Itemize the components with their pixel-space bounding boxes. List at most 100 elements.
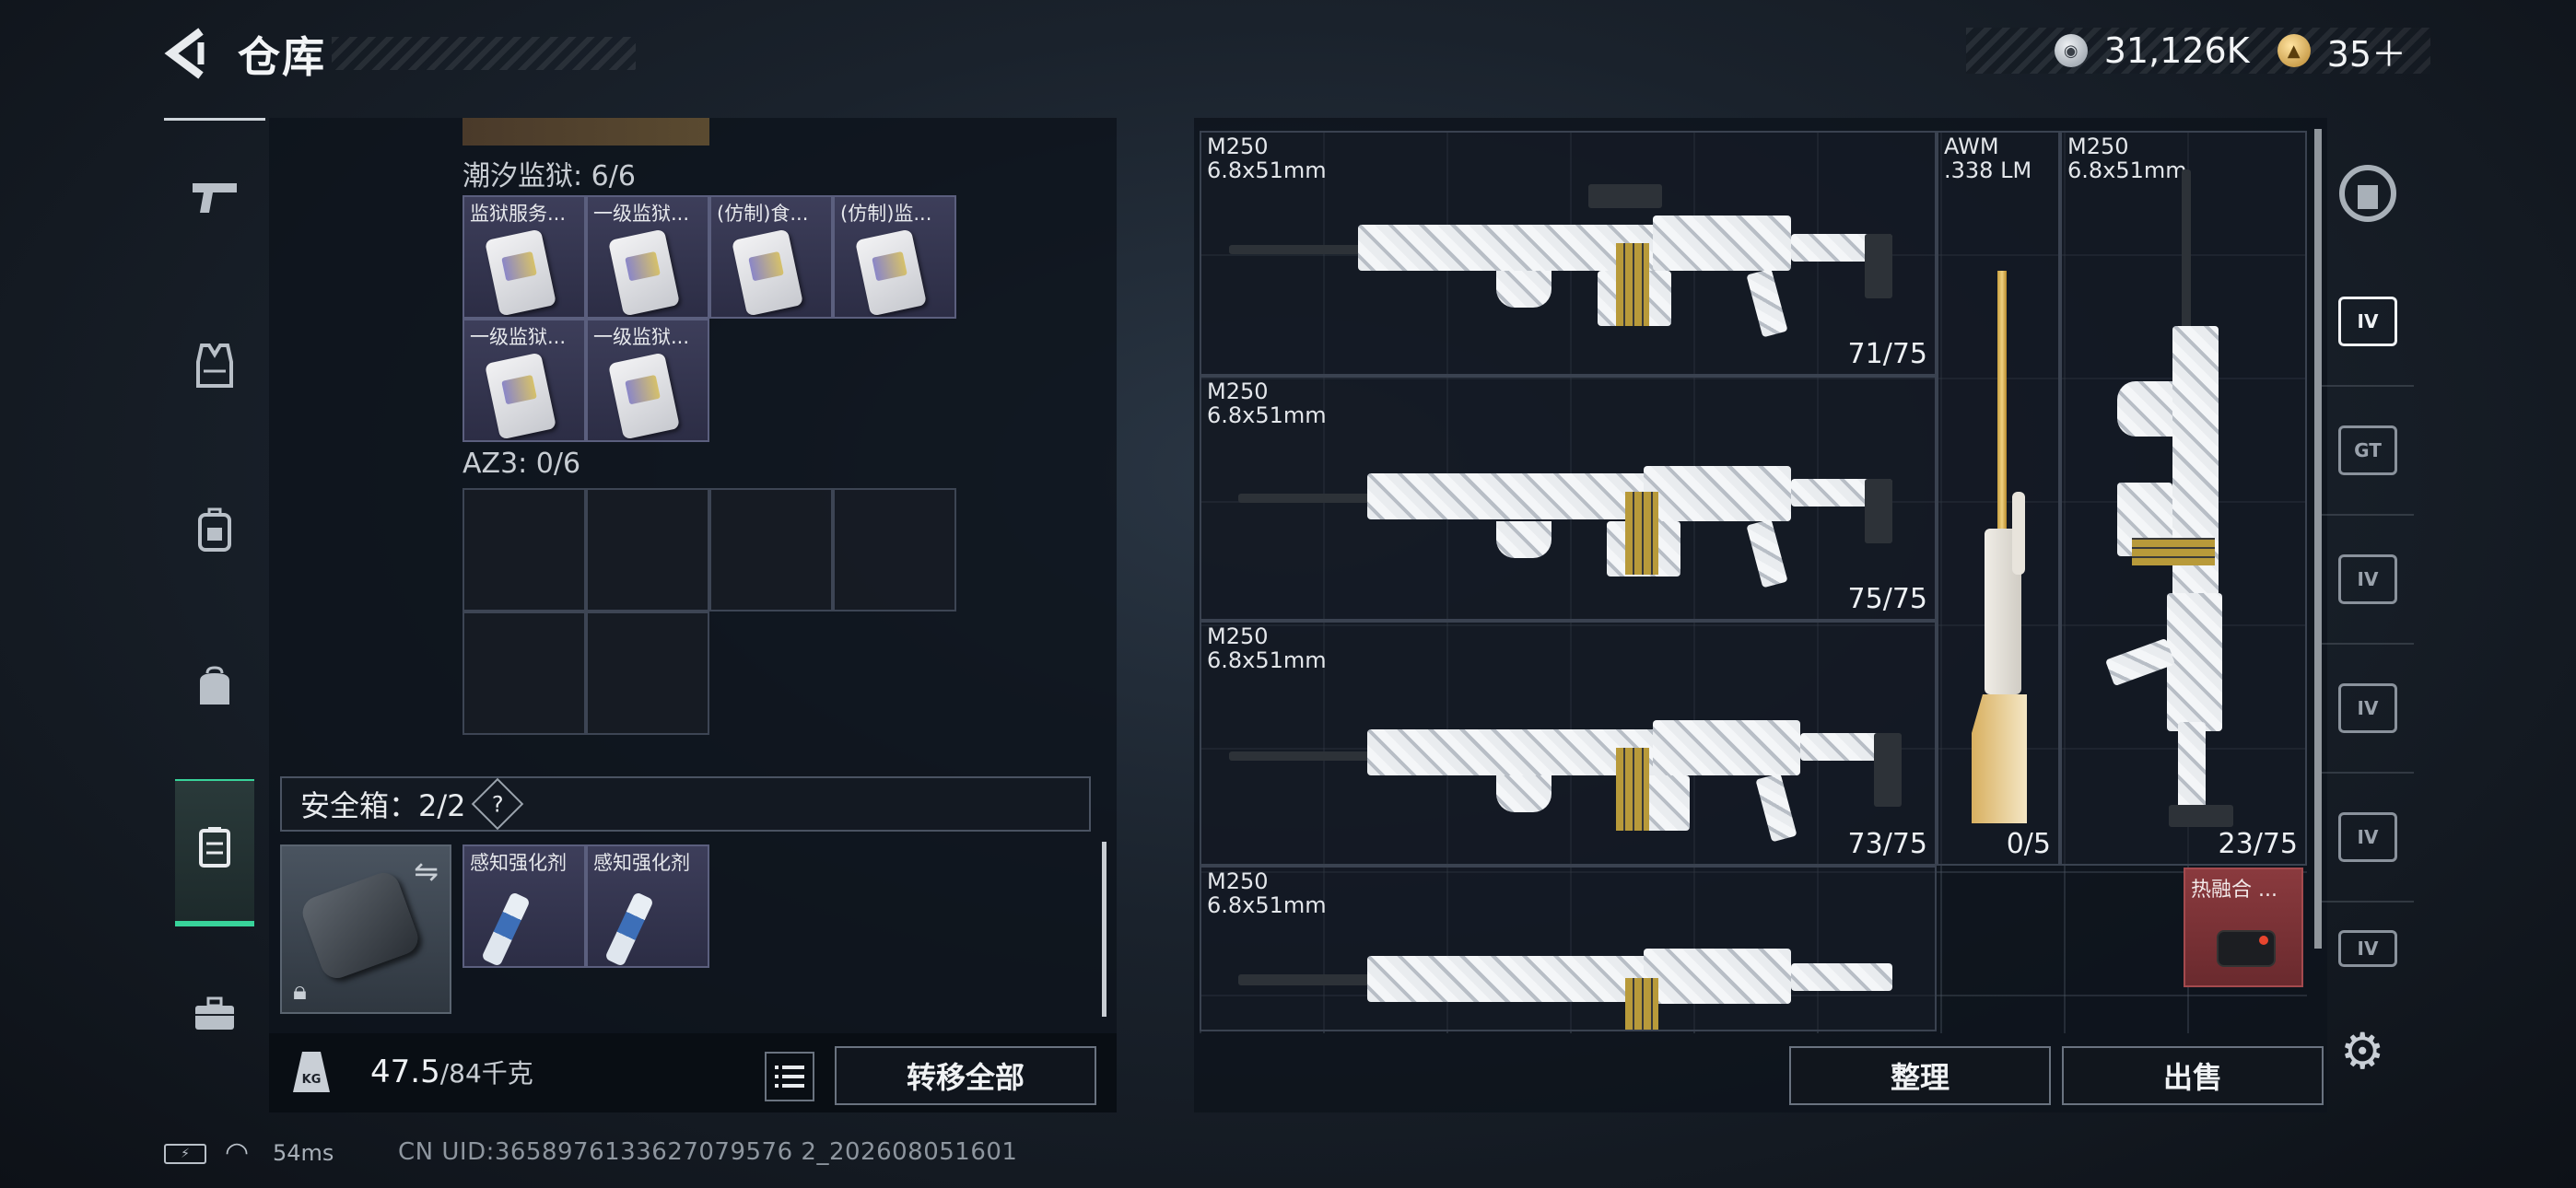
weight-current: 47.5 <box>370 1054 440 1090</box>
safebox-label: 安全箱：2/2 <box>300 788 466 823</box>
keycard-icon <box>484 352 557 440</box>
sniper-rifle-icon <box>1957 271 2049 842</box>
gold-currency-value: 35＋ <box>2326 33 2406 75</box>
backpack-icon <box>196 507 233 561</box>
pistol-icon <box>191 180 239 226</box>
title-decoration <box>332 37 636 70</box>
weapon-ammo: 0/5 <box>2006 828 2051 860</box>
safebox-item-cell[interactable]: 感知强化剂 <box>463 844 586 968</box>
briefcase-icon <box>193 996 236 1041</box>
rnav-armor-iv[interactable]: IV <box>2322 516 2414 645</box>
rnav-helmet-iv-2[interactable]: IV <box>2322 774 2414 903</box>
back-icon[interactable] <box>164 28 208 79</box>
settings-gear-icon[interactable]: ⚙ <box>2340 1022 2385 1080</box>
rnav-weapon-iv[interactable]: IV <box>2322 258 2414 387</box>
empty-slot[interactable] <box>709 488 833 611</box>
gear-tab-iv-icon: IV <box>2338 930 2397 967</box>
rnav-helmet-iv[interactable]: IV <box>2322 645 2414 774</box>
weapon-ammo: 23/75 <box>2218 828 2298 860</box>
help-icon[interactable]: ? <box>471 777 523 831</box>
rnav-weapon-gt[interactable]: GT <box>2322 387 2414 516</box>
item-cell[interactable]: (仿制)食... <box>709 195 833 319</box>
sell-button[interactable]: 出售 <box>2062 1046 2324 1105</box>
item-label: 感知强化剂 <box>593 852 690 874</box>
rnav-base[interactable] <box>2322 129 2414 258</box>
nav-container-tab[interactable] <box>175 779 254 926</box>
machine-gun-icon <box>2090 169 2283 842</box>
nav-bag-tab[interactable] <box>164 617 265 764</box>
wifi-icon: ◠ <box>225 1136 250 1169</box>
container-icon <box>198 825 231 877</box>
weight-readout: 47.5/84千克 <box>370 1054 533 1090</box>
nav-pistol-tab[interactable] <box>164 129 265 276</box>
silver-currency-value: 31,126K <box>2103 30 2250 71</box>
item-label: 一级监狱... <box>470 326 567 348</box>
ping-readout: 54ms <box>273 1140 334 1166</box>
weapon-ammo: 71/75 <box>1847 338 1927 370</box>
safebox-case-tile[interactable]: ⇋ 🔒︎ <box>280 844 451 1014</box>
attachment-cell[interactable]: 热融合 ... <box>2184 868 2303 987</box>
empty-slot[interactable] <box>463 488 586 611</box>
weapon-ammo: 73/75 <box>1847 828 1927 860</box>
base-icon <box>2339 165 2396 222</box>
safebox-item-cell[interactable]: 感知强化剂 <box>586 844 709 968</box>
weapon-tab-iv-icon: IV <box>2338 297 2397 346</box>
empty-slot[interactable] <box>586 488 709 611</box>
armor-tab-iv-icon: IV <box>2338 554 2397 604</box>
item-cell[interactable]: (仿制)监... <box>833 195 956 319</box>
item-cell[interactable]: 一级监狱... <box>463 319 586 442</box>
empty-slot[interactable] <box>833 488 956 611</box>
item-cell[interactable]: 一级监狱... <box>586 319 709 442</box>
nav-vest-tab[interactable] <box>164 297 265 444</box>
swap-icon[interactable]: ⇋ <box>414 854 439 889</box>
item-label: 监狱服务... <box>470 203 567 225</box>
currency-bar: ◉ 31,126K ▲ 35＋ <box>1966 28 2430 75</box>
silver-coin-icon: ◉ <box>2054 34 2088 67</box>
list-view-button[interactable] <box>765 1052 814 1101</box>
keycard-icon <box>607 352 681 440</box>
rnav-gear-iv[interactable]: IV <box>2322 903 2414 995</box>
item-cell[interactable]: 一级监狱... <box>586 195 709 319</box>
helmet-tab-iv-icon: IV <box>2338 683 2397 733</box>
nav-briefcase-tab[interactable] <box>164 945 265 1092</box>
item-cell[interactable]: 监狱服务... <box>463 195 586 319</box>
sort-button[interactable]: 整理 <box>1789 1046 2051 1105</box>
nav-backpack-tab[interactable] <box>164 460 265 608</box>
empty-slot[interactable] <box>586 611 709 735</box>
weight-max: /84千克 <box>439 1058 533 1089</box>
section-label-az3: AZ3: 0/6 <box>463 448 581 480</box>
battery-icon: ⚡ <box>164 1144 206 1164</box>
user-uid: CN UID:3658976133627079576 2_20260805160… <box>398 1138 1018 1166</box>
weapon-tab-gt-icon: GT <box>2338 425 2397 475</box>
helmet-tab-iv-2-icon: IV <box>2338 812 2397 862</box>
weapon-ammo: 75/75 <box>1847 583 1927 615</box>
machine-gun-icon <box>1229 659 1920 844</box>
partial-item-cell[interactable] <box>463 118 709 146</box>
weapon-cell[interactable]: AWM.338 LM 0/5 <box>1937 131 2060 866</box>
vest-icon <box>196 344 233 397</box>
empty-slot[interactable] <box>463 611 586 735</box>
weight-icon-text: KG <box>301 1073 322 1087</box>
syringe-icon <box>604 891 654 966</box>
inventory-scrollbar[interactable] <box>2314 129 2322 949</box>
transfer-all-button[interactable]: 转移全部 <box>835 1046 1096 1105</box>
machine-gun-icon <box>1238 923 1920 1030</box>
keycard-icon <box>484 228 557 317</box>
keycard-icon <box>854 228 928 317</box>
weapon-name: AWM.338 LM <box>1944 134 2032 183</box>
storage-scrollbar[interactable] <box>1102 842 1107 1017</box>
bag-icon <box>196 666 233 716</box>
item-label: (仿制)监... <box>840 203 932 225</box>
keycard-icon <box>731 228 804 317</box>
item-label: (仿制)食... <box>717 203 809 225</box>
machine-gun-icon <box>1238 433 1920 599</box>
keycard-icon <box>607 228 681 317</box>
